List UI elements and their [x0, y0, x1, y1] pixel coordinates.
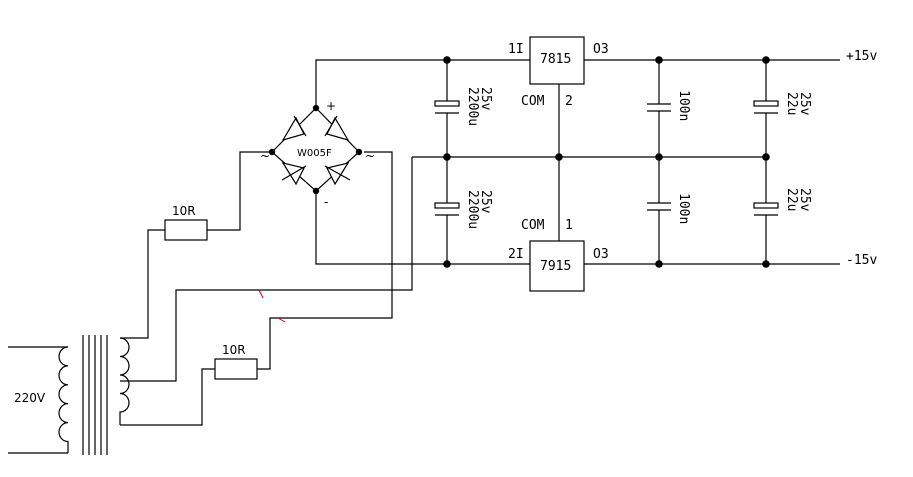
transformer-core [82, 335, 108, 455]
capacitor-out-bottom-value: 22u [784, 188, 799, 211]
wire-bridge-minus [315, 191, 530, 265]
regulator-7815-in-pin: 1I [508, 42, 524, 57]
junction-dot [443, 260, 451, 268]
resistor-r1: 10R [164, 204, 208, 241]
capacitor-bulk-bottom-voltage: 25v [478, 190, 493, 214]
capacitor-ceramic-bottom: 100n [647, 157, 691, 264]
regulator-7815-out-pin: O3 [593, 42, 609, 57]
regulator-7915-out-pin: O3 [593, 247, 609, 262]
junction-dot [762, 56, 770, 64]
diode-icon [324, 115, 350, 141]
wire-r1-to-bridge-left [207, 151, 270, 231]
wire-sec-center-tap [120, 157, 413, 382]
positive-output-label: +15v [846, 49, 877, 64]
junction-dots [268, 56, 770, 268]
diode-icon [324, 162, 351, 186]
wire-bridge-plus [315, 59, 530, 108]
regulator-7815-com-pin: 2 [565, 94, 573, 109]
capacitor-bulk-top: 25v 2200u [434, 60, 493, 157]
capacitor-out-top-voltage: 25v [797, 92, 812, 116]
capacitor-out-top: 25v 22u [753, 60, 812, 157]
capacitor-bulk-top-voltage: 25v [478, 87, 493, 111]
primary-winding [58, 346, 69, 453]
junction-dot [443, 153, 451, 161]
diode-icon [281, 115, 307, 141]
capacitor-ceramic-top: 100n [647, 60, 691, 157]
junction-dot [312, 104, 320, 112]
bridge-plus-label: + [326, 99, 336, 113]
regulator-7915-name: 7915 [540, 259, 571, 274]
bridge-ac-left-label: ~ [260, 149, 270, 163]
regulator-7915-com-label: COM [521, 218, 545, 233]
transformer: 220V [8, 335, 130, 455]
junction-dot [762, 260, 770, 268]
junction-dot [555, 153, 563, 161]
junction-dot [762, 153, 770, 161]
regulator-7915-in-pin: 2I [508, 247, 524, 262]
regulator-7815-name: 7815 [540, 52, 571, 67]
wire-sec-top-to-r1 [120, 229, 165, 339]
junction-dot [655, 260, 663, 268]
capacitor-ceramic-bottom-value: 100n [676, 193, 691, 224]
capacitor-out-top-value: 22u [784, 92, 799, 115]
junction-dot [443, 56, 451, 64]
stray-mark [258, 289, 264, 299]
diode-icon [281, 162, 307, 186]
junction-dot [655, 153, 663, 161]
capacitor-out-bottom: 25v 22u [753, 157, 812, 264]
junction-dot [268, 148, 276, 156]
capacitor-bulk-top-value: 2200u [465, 87, 480, 126]
wire-r2-to-rail [257, 151, 393, 370]
capacitor-bulk-bottom-value: 2200u [465, 190, 480, 229]
bridge-ac-right-label: ~ [365, 149, 375, 163]
resistor-r2-label: 10R [222, 343, 246, 357]
junction-dot [312, 187, 320, 195]
negative-output-label: -15v [846, 253, 877, 268]
bridge-minus-label: - [324, 195, 328, 209]
resistor-r2: 10R [214, 343, 258, 380]
stray-mark [277, 317, 286, 323]
regulator-7815-com-label: COM [521, 94, 545, 109]
wire-sec-third-to-r2 [120, 368, 215, 426]
capacitor-bulk-bottom: 25v 2200u [434, 157, 493, 264]
mains-voltage-label: 220V [14, 391, 46, 405]
regulator-7915: 7915 2I O3 COM 1 [508, 157, 609, 292]
regulator-7915-com-pin: 1 [565, 218, 573, 233]
resistor-r1-label: 10R [172, 204, 196, 218]
bridge-rectifier: W005F + - ~ ~ [260, 99, 375, 209]
secondary-winding [119, 337, 130, 425]
junction-dot [655, 56, 663, 64]
regulator-7815: 7815 1I O3 COM 2 [508, 36, 609, 157]
junction-dot [355, 148, 363, 156]
capacitor-ceramic-top-value: 100n [676, 90, 691, 121]
capacitor-out-bottom-voltage: 25v [797, 188, 812, 212]
bridge-label: W005F [297, 148, 332, 159]
